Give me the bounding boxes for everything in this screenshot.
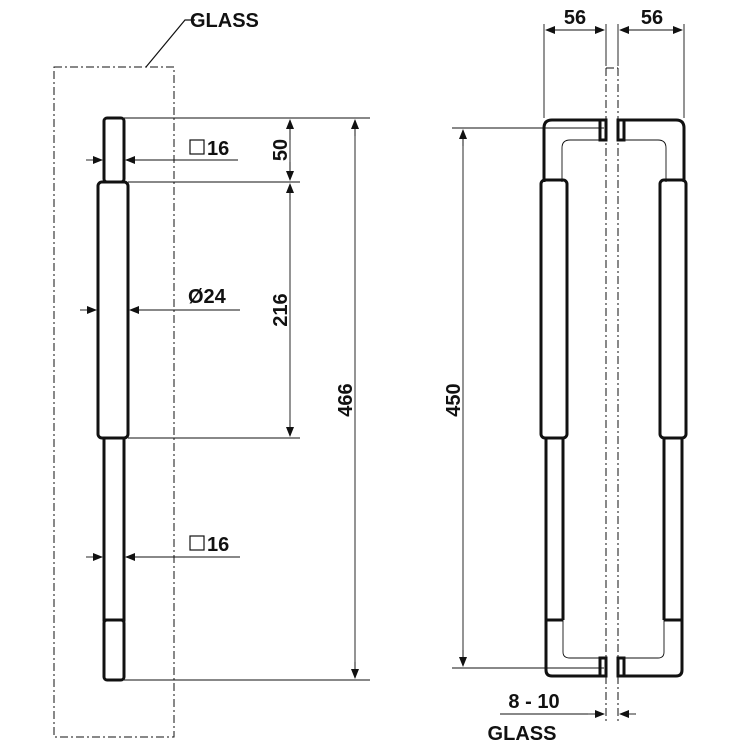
left-grip: [539, 178, 569, 440]
dim-216-label: 216: [270, 293, 292, 326]
side-view: GLASS 16 Ø24 16 50 216: [53, 10, 370, 738]
left-fix-bottom: [598, 656, 608, 678]
square-16-bottom-label: 16: [207, 534, 229, 556]
dim-56-right-label: 56: [641, 7, 663, 29]
square-bar-top: [102, 116, 126, 184]
glass-outline: [53, 66, 175, 738]
right-fix-bottom: [616, 656, 626, 678]
left-handle-top-arm-inner: [561, 139, 606, 182]
left-fix-top: [598, 118, 608, 142]
dim-50-label: 50: [270, 139, 292, 161]
right-fix-top: [616, 118, 626, 142]
square-bar-bottom: [102, 436, 126, 622]
square-bar-end: [102, 618, 126, 682]
left-handle-bottom-arm-inner: [562, 620, 606, 659]
gap-label: 8 - 10: [508, 691, 559, 713]
diameter-24-label: Ø24: [188, 286, 227, 308]
right-handle-bottom-arm: [618, 620, 684, 678]
right-handle-top-arm-inner: [618, 139, 667, 182]
square-symbol-bottom: [189, 535, 205, 551]
left-handle-bottom-arm: [544, 620, 606, 678]
glass-bottom-label: GLASS: [488, 723, 557, 745]
right-grip: [658, 178, 688, 440]
front-view: 56 56 450 8 - 10 GLASS: [443, 7, 688, 745]
dim-466-label: 466: [335, 383, 357, 416]
square-symbol-top: [189, 139, 205, 155]
round-grip: [96, 180, 130, 440]
glass-label: GLASS: [190, 10, 259, 32]
dim-450-label: 450: [443, 383, 465, 416]
right-handle-bottom-arm-inner: [618, 620, 665, 659]
right-handle-top-arm: [618, 118, 686, 182]
square-16-top-label: 16: [207, 138, 229, 160]
dim-56-left-label: 56: [564, 7, 586, 29]
left-handle-top-arm: [542, 118, 606, 182]
glass-leader: [145, 19, 195, 68]
